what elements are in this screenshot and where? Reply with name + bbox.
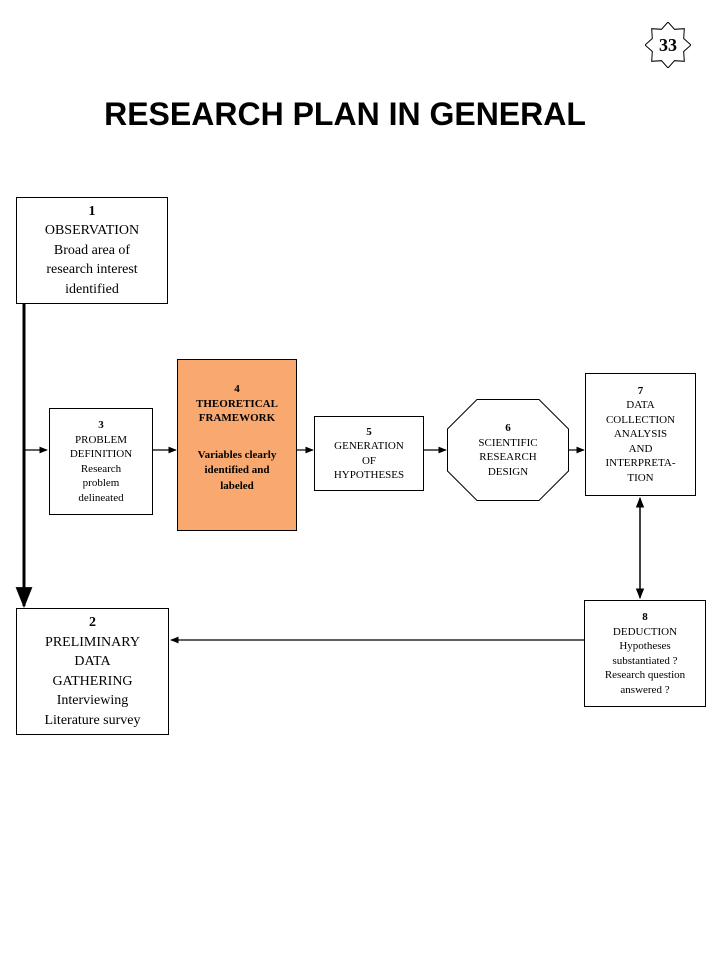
node-number: 4 xyxy=(234,383,240,395)
problem-definition-box: 3 PROBLEM DEFINITION Research problem de… xyxy=(49,408,153,515)
node-number: 5 xyxy=(366,425,372,438)
node-line: problem xyxy=(82,477,120,489)
generation-of-hypotheses-box: 5 GENERATION OF HYPOTHESES xyxy=(314,416,424,491)
node-number: 6 xyxy=(505,422,511,434)
node-heading: GATHERING xyxy=(52,673,133,689)
node-heading: DATA xyxy=(74,654,111,669)
node-line: answered ? xyxy=(620,683,670,696)
page-number-badge: 33 xyxy=(645,22,691,68)
framework-variables-text: Variables clearly identified and labeled xyxy=(198,448,277,495)
node-number: 8 xyxy=(642,611,648,623)
node-heading: HYPOTHESES xyxy=(333,469,405,481)
node-line: Hypotheses xyxy=(619,640,671,652)
node-line: Variables clearly xyxy=(197,448,277,461)
node-heading: FRAMEWORK xyxy=(198,412,276,424)
deduction-box: 8 DEDUCTION Hypotheses substantiated ? R… xyxy=(584,600,706,707)
data-collection-analysis-box: 7 DATA COLLECTION ANALYSIS AND INTERPRET… xyxy=(585,373,696,496)
node-line: Interviewing xyxy=(56,693,129,708)
scientific-research-design-octagon: 6 SCIENTIFIC RESEARCH DESIGN xyxy=(447,399,569,501)
node-heading: INTERPRETA- xyxy=(605,457,676,470)
node-heading: DESIGN xyxy=(487,465,529,478)
node-heading: PROBLEM xyxy=(75,433,127,446)
node-number: 2 xyxy=(89,615,96,630)
node-line: delineated xyxy=(78,491,124,504)
theoretical-framework-box: 4 THEORETICAL FRAMEWORK Variables clearl… xyxy=(177,359,297,531)
node-line: Research xyxy=(80,462,122,475)
node-line: Research question xyxy=(604,669,686,681)
node-heading: SCIENTIFIC xyxy=(478,436,538,449)
node-line: Broad area of xyxy=(53,242,131,258)
node-heading: ANALYSIS xyxy=(613,428,668,441)
node-heading: OBSERVATION xyxy=(44,223,140,239)
node-line: identified xyxy=(65,281,119,297)
node-line: Literature survey xyxy=(44,712,141,728)
node-heading: GENERATION xyxy=(334,440,404,452)
node-heading: PRELIMINARY xyxy=(45,634,140,650)
node-heading: TION xyxy=(627,471,654,484)
node-heading: RESEARCH xyxy=(479,451,537,463)
node-heading: OF xyxy=(361,454,377,467)
preliminary-data-gathering-box: 2 PRELIMINARY DATA GATHERING Interviewin… xyxy=(16,608,169,735)
node-heading: AND xyxy=(628,442,653,455)
star-badge-icon xyxy=(645,22,691,68)
node-number: 7 xyxy=(637,384,644,397)
octagon-shape xyxy=(447,399,569,501)
node-line: identified and xyxy=(204,464,270,476)
node-number: 3 xyxy=(98,419,104,431)
node-line: labeled xyxy=(220,479,254,492)
observation-box: 1 OBSERVATION Broad area of research int… xyxy=(16,197,168,304)
page-title: RESEARCH PLAN IN GENERAL xyxy=(104,96,586,132)
node-line: research interest xyxy=(46,262,138,278)
node-heading: THEORETICAL xyxy=(196,397,278,410)
node-number: 1 xyxy=(88,203,96,219)
node-heading: COLLECTION xyxy=(605,413,676,426)
node-heading: DEFINITION xyxy=(69,448,133,460)
page-number: 33 xyxy=(659,34,677,55)
node-heading: DATA xyxy=(626,399,655,412)
node-heading: DEDUCTION xyxy=(612,625,678,638)
node-line: substantiated ? xyxy=(612,654,678,667)
